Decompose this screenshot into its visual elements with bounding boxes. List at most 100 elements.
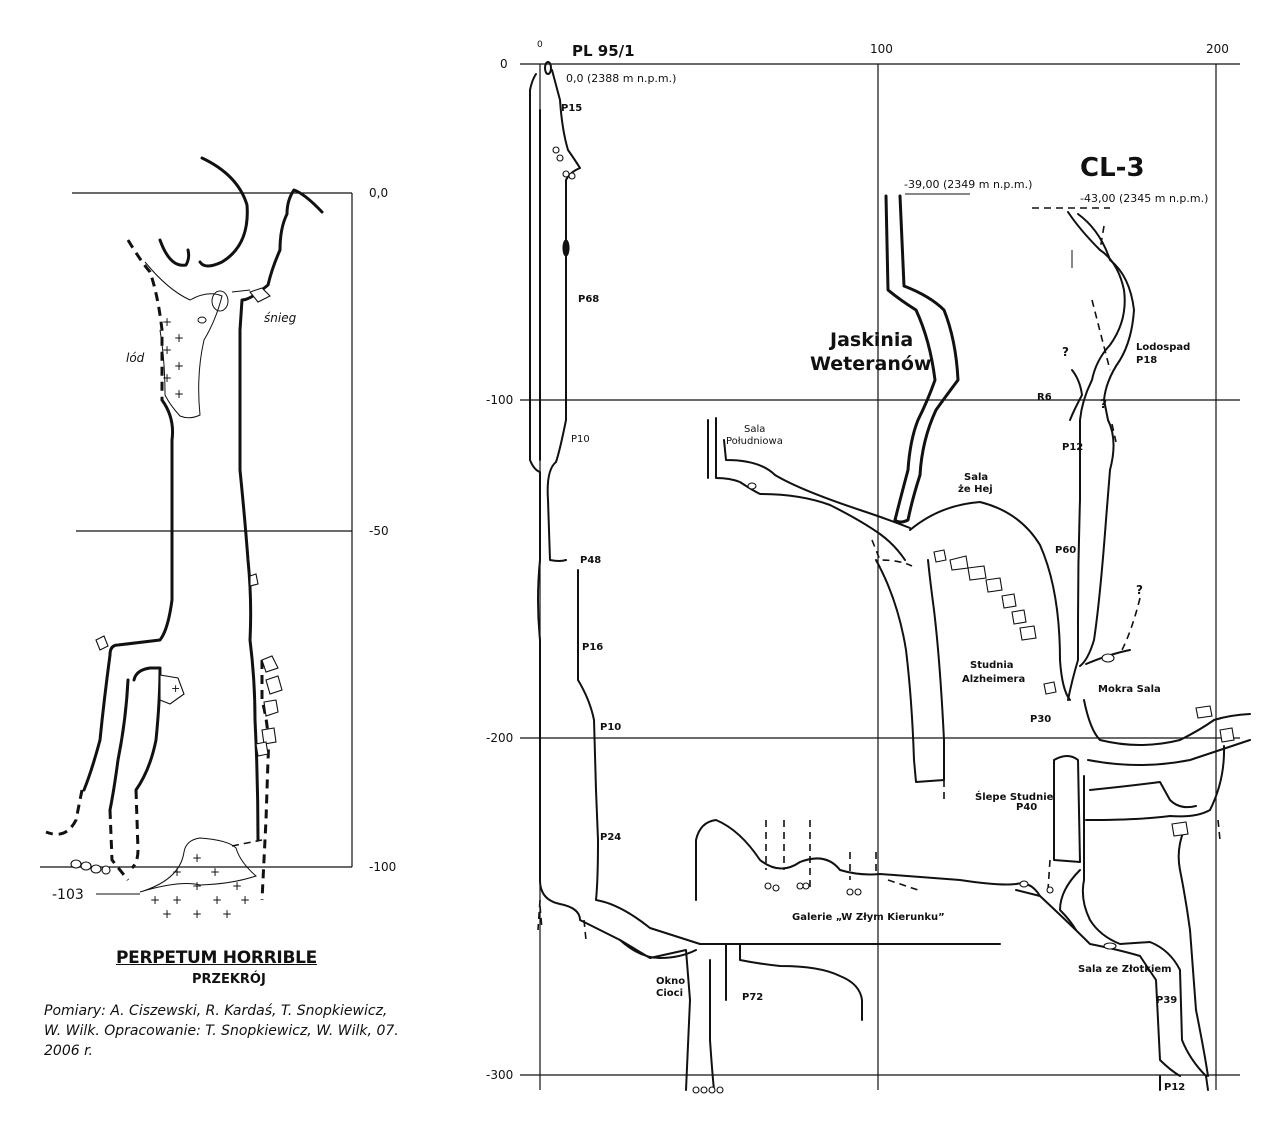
svg-text:+: + [174, 331, 184, 345]
cave-title: PERPETUM HORRIBLE [116, 948, 317, 968]
shaft-top-right [238, 188, 324, 332]
sala-poludniowa-2: Południowa [726, 436, 783, 447]
galerie-label: Galerie „W Złym Kierunku” [792, 912, 945, 923]
ice-label: lód [126, 351, 145, 365]
cl3-shaft-right [1077, 213, 1135, 421]
sala-poludniowa-upper-wall [723, 439, 911, 529]
y-label-300: -300 [486, 1068, 513, 1082]
sala-ze-hej-1: Sala [964, 472, 988, 483]
svg-text:+: + [212, 893, 222, 907]
pitch-p72: P72 [742, 992, 763, 1003]
pitch-p10b: P10 [600, 722, 621, 733]
pitch-p39: P39 [1156, 995, 1177, 1006]
weteranow-label-2: Weteranów [810, 353, 931, 375]
p12-bottom-shaft [1159, 1075, 1209, 1091]
pl951-left-wall [529, 73, 691, 1091]
pl951-entrance-hole [544, 61, 552, 75]
okno-cioci-right [709, 959, 715, 1091]
svg-text:+: + [162, 315, 172, 329]
sala-poludniowa-rock [747, 482, 757, 490]
weteranow-label-1: Jaskinia [828, 329, 913, 351]
shaft-right-dashed-lower [260, 660, 270, 901]
x-label-200: 200 [1206, 42, 1229, 56]
svg-text:+: + [210, 865, 220, 879]
ice-crosses: ++ ++ ++ [162, 315, 184, 401]
slepe-studnie-label: Ślepe Studnie [975, 790, 1054, 803]
galerie-pebbles [692, 880, 1054, 1094]
pitch-r6: R6 [1037, 392, 1052, 403]
title-block: PERPETUM HORRIBLE PRZEKRÓJ Pomiary: A. C… [44, 948, 464, 1061]
right-wall-rocks [249, 573, 283, 757]
lower-right-rocks [1103, 705, 1235, 950]
svg-text:+: + [174, 387, 184, 401]
depth-label-100: -100 [369, 860, 396, 874]
snow-link [231, 289, 251, 293]
entrance-rock-right [198, 156, 249, 268]
passage-left-outer [82, 653, 112, 792]
studnia-2: Alzheimera [962, 674, 1025, 685]
svg-text:+: + [162, 343, 172, 357]
system-section: 0 100 200 0 -100 -200 -300 PL 95/1 0,0 (… [486, 40, 1251, 1094]
mokra-rock [1101, 653, 1115, 663]
pitch-p48: P48 [580, 555, 601, 566]
lower-right-gallery-top [1083, 699, 1251, 746]
p60-dash [1111, 423, 1117, 443]
svg-text:+: + [232, 879, 242, 893]
okno-cioci-left [619, 939, 697, 959]
svg-text:+: + [174, 359, 184, 373]
sala-ze-zlotkiem-left [1059, 869, 1081, 931]
shaft-right-wall [238, 328, 260, 842]
top-zero: 0 [537, 40, 543, 50]
cave-subtitle: PRZEKRÓJ [192, 972, 266, 987]
studnia-alzheimera-walls [875, 559, 945, 783]
weteranow-wall-outer [884, 194, 937, 522]
question-mark-2: ? [1100, 397, 1107, 411]
weteranow-elevation: -39,00 (2349 m n.p.m.) [904, 178, 1032, 191]
pl951-name: PL 95/1 [572, 42, 635, 60]
lower-right-loop [1085, 745, 1226, 821]
pitch-p68: P68 [578, 294, 599, 305]
pitch-p30: P30 [1030, 714, 1051, 725]
sala-ze-hej-2: że Hej [958, 484, 993, 495]
cl3-shaft-left [1067, 211, 1126, 421]
bottom-depth-label: -103 [52, 887, 84, 903]
pitch-p18: P18 [1136, 355, 1157, 366]
pl951-elevation: 0,0 (2388 m n.p.m.) [566, 72, 676, 85]
studnia-1: Studnia [970, 660, 1014, 671]
floor-link [231, 839, 263, 847]
shaft-left-dashed-top [126, 239, 164, 400]
pitch-p12b: P12 [1164, 1082, 1185, 1093]
galerie-roof [695, 819, 1041, 901]
pitch-p60: P60 [1055, 545, 1076, 556]
floor-snow [139, 837, 257, 893]
sala-poludniowa-lower-wall [715, 417, 906, 561]
okno-cioci-1: Okno [656, 976, 685, 987]
slepe-studnie [1053, 755, 1081, 863]
sala-ze-hej-roof [909, 501, 1071, 701]
svg-text:+: + [150, 893, 160, 907]
svg-text:+: + [172, 865, 182, 879]
entrance-rock-left [158, 238, 191, 267]
pitch-p40: P40 [1016, 802, 1037, 813]
ice-pebble [197, 316, 207, 324]
weteranow-wall-inner [893, 194, 960, 524]
p39-outer [1177, 829, 1209, 1077]
y-label-0: 0 [500, 57, 508, 71]
svg-text:+: + [222, 907, 232, 921]
passage-left-dashed [45, 789, 84, 836]
svg-text:+: + [162, 907, 172, 921]
passage-mid-dashed [108, 809, 130, 881]
cl3-elevation: -43,00 (2345 m n.p.m.) [1080, 192, 1208, 205]
y-label-100: -100 [486, 393, 513, 407]
passage-inner-dashed [130, 789, 140, 870]
pl951-right-wall-upper [546, 69, 581, 562]
shaft-left-wall [108, 398, 174, 657]
cl3-name: CL-3 [1080, 153, 1145, 183]
floor-crosses: ++ ++ ++ ++ ++ ++ [150, 851, 250, 921]
svg-text:+: + [192, 851, 202, 865]
p60-right [1079, 419, 1115, 667]
svg-text:+: + [192, 907, 202, 921]
lodospad-label: Lodospad [1136, 342, 1190, 353]
pl951-rocks [552, 146, 576, 180]
cl3-top-dash [1099, 225, 1105, 251]
